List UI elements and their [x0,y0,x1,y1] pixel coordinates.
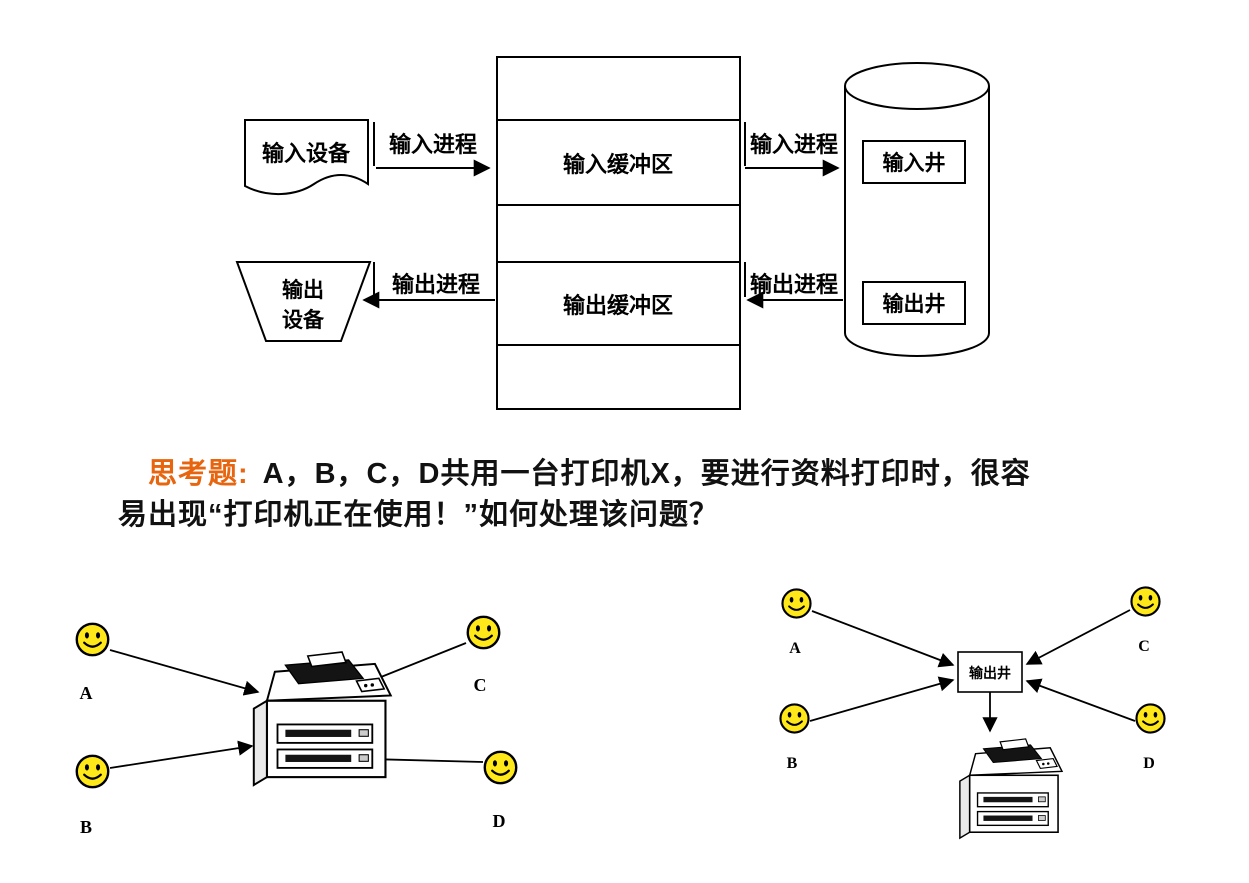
smiley-a [75,622,110,657]
question-text: 思考题: A，B，C，D共用一台打印机X，要进行资料打印时，很容 易出现“打印机正… [118,454,1038,536]
question-prefix: 思考题: [148,458,249,490]
input-process-left-label: 输入进程 [389,132,477,157]
user-label-b: B [80,817,92,837]
arrow-d-to-printer [367,751,484,768]
smiley-d-right [1135,703,1166,734]
buffer-block-outline [496,56,741,410]
output-well-label: 输出井 [883,292,946,316]
input-device: 输入设备 [244,119,369,196]
input-buffer-label: 输入缓冲区 [563,152,673,177]
spooled-printer-group: A B C D 输出井 [779,586,1166,839]
arrow-d-to-well [1025,678,1136,722]
output-process-right-label: 输出进程 [750,272,838,297]
smiley-a-right [781,588,812,619]
arrow-c-to-well [1025,609,1131,665]
smiley-d [483,750,518,785]
user-label-c: C [474,675,487,695]
output-well-small-label: 输出井 [969,665,1011,681]
output-device-label-line1: 输出 [282,278,324,302]
question-line2: 易出现“打印机正在使用！”如何处理该问题？ [118,495,1038,536]
question-line2-text: 易出现“打印机正在使用！”如何处理该问题？ [118,499,720,531]
arrow-a-to-printer [109,649,260,696]
output-well-box [862,281,966,325]
user-label-d: D [493,811,506,831]
user-label-a: A [80,683,93,703]
smiley-c-right [1130,586,1161,617]
shared-printer-group: A B C D [75,615,518,837]
input-well-box [862,140,966,184]
arrow-b-to-well [809,676,955,722]
spool-disk: 输入井 输出井 [844,62,990,357]
question-line1-text: A，B，C，D共用一台打印机X，要进行资料打印时，很容 [262,458,1031,490]
smiley-c [466,615,501,650]
user-label-a-right: A [789,640,801,657]
printer-icon-right [959,738,1063,839]
user-label-c-right: C [1138,638,1150,655]
smiley-b [75,754,110,789]
question-line1: 思考题: A，B，C，D共用一台打印机X，要进行资料打印时，很容 [118,454,1038,495]
input-device-shape [244,119,369,196]
arrow-b-to-printer [109,740,254,769]
user-label-d-right: D [1143,755,1155,772]
input-process-right-label: 输入进程 [750,132,838,157]
printer-icon [252,650,392,787]
output-process-left-label: 输出进程 [392,272,480,297]
output-device-label-line2: 设备 [282,308,325,332]
user-label-b-right: B [787,755,798,772]
buffer-block: 输入缓冲区 输出缓冲区 [496,56,741,410]
smiley-b-right [779,703,810,734]
output-well-small-box [957,651,1023,693]
arrow-a-to-well [811,610,955,668]
input-device-label: 输入设备 [262,141,351,166]
input-well-label: 输入井 [883,151,946,175]
output-device: 输出 设备 [235,261,372,342]
output-device-shape [235,261,372,342]
output-buffer-label: 输出缓冲区 [563,293,673,318]
disk-cylinder-top [844,62,990,110]
